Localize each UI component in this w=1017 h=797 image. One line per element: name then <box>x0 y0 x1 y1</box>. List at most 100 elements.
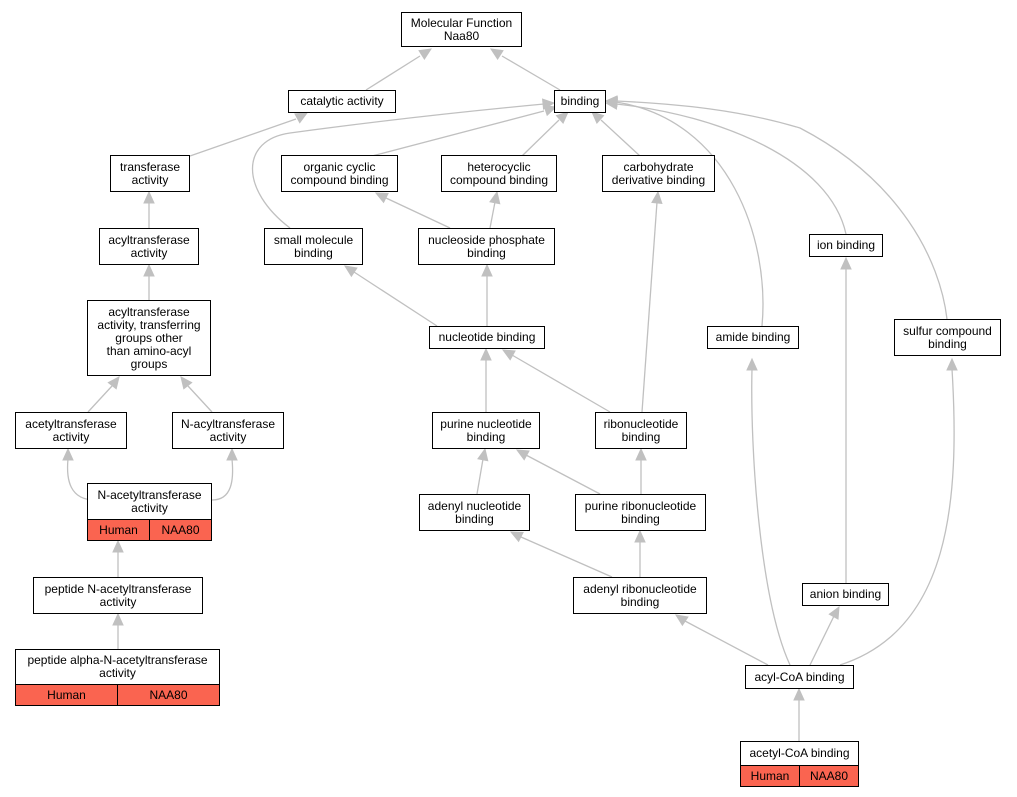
node-label-line: activity <box>131 172 169 187</box>
arrowhead-catact-to-mf <box>418 48 433 61</box>
node-label-line: Molecular Function <box>410 15 513 30</box>
node-label-line: acetyl-CoA binding <box>749 746 850 760</box>
node-label-line: adenyl nucleotide <box>427 498 522 513</box>
arrowhead-acyltr2-to-acyltr <box>143 263 155 277</box>
edge-ribonuc-to-carbo <box>641 201 658 413</box>
annotation-gene: NAA80 <box>149 520 211 540</box>
node-label-line: peptide alpha-N-acetyltransferase <box>27 653 208 667</box>
annotation-row: Human NAA80 <box>16 684 219 705</box>
arrowhead-peptalpha-to-peptn <box>112 612 124 626</box>
arrowhead-nacyl-to-acyltr2 <box>180 376 193 390</box>
node-ion-binding[interactable]: ion binding <box>809 234 883 257</box>
edge-acylcoa-to-sulfur <box>839 368 955 666</box>
node-label-line: binding <box>560 94 600 108</box>
arrowhead-carbo-to-binding <box>591 111 605 124</box>
node-label-line: anion binding <box>809 587 882 601</box>
arrowhead-acylcoa-to-anion <box>828 605 840 620</box>
arrowhead-anion-to-ionb <box>840 256 852 270</box>
annotation-species: Human <box>99 522 138 537</box>
arrowhead-adeno-to-purribo <box>634 529 646 543</box>
edge-orgcyc-to-binding <box>371 110 545 157</box>
node-anion-binding[interactable]: anion binding <box>802 583 889 606</box>
node-label-line: nucleoside phosphate <box>428 232 545 247</box>
annotation-row: Human NAA80 <box>88 519 211 540</box>
node-binding[interactable]: binding <box>554 90 606 113</box>
annotation-gene: NAA80 <box>799 766 858 786</box>
node-label-line: compound binding <box>449 172 549 187</box>
arrowhead-binding-to-mf <box>489 48 504 61</box>
node-label-line: binding <box>466 429 506 444</box>
node-label-line: N-acyltransferase <box>180 416 276 431</box>
arrowhead-nucphos-to-orgcyc <box>374 192 389 204</box>
node-label-line: binding <box>467 245 506 260</box>
annotation-row: Human NAA80 <box>741 765 858 786</box>
annotation-gene: NAA80 <box>117 685 219 705</box>
node-label-line: binding <box>455 511 494 526</box>
edge-ribonuc-to-nucb <box>511 354 611 413</box>
node-label-line: binding <box>294 245 333 260</box>
arrowhead-acetyltr-to-acyltr2 <box>107 376 120 390</box>
arrowhead-nucb-to-nucphos <box>481 263 493 277</box>
node-amide-binding[interactable]: amide binding <box>707 326 799 349</box>
arrowhead-transf-to-catact <box>294 112 309 124</box>
edge-purribo-to-purnuc <box>525 454 601 495</box>
node-label-line: ion binding <box>816 238 876 252</box>
node-acetyl-coa-binding[interactable]: acetyl-CoA binding Human NAA80 <box>740 741 859 787</box>
node-label-line: compound binding <box>290 172 389 187</box>
edge-nucphos-to-orgcyc <box>385 197 451 229</box>
arrowhead-acylcoa-to-sulfur <box>946 357 958 371</box>
node-label-line: derivative binding <box>611 172 706 187</box>
node-label-line: activity <box>209 429 247 444</box>
annotation-species: Human <box>750 768 790 783</box>
node-label-line: activity <box>99 666 136 680</box>
node-nucleotide-binding[interactable]: nucleotide binding <box>429 326 545 349</box>
node-label-line: amide binding <box>715 330 791 344</box>
arrowhead-smallmol-to-binding <box>541 98 556 110</box>
edge-adenyl-to-purnuc <box>476 458 484 495</box>
edge-sulfur-to-binding <box>615 100 948 320</box>
edge-nucb-to-smallmol <box>353 271 438 327</box>
edge-acylcoa-to-adeno <box>684 620 769 666</box>
edge-acylcoa-to-anion <box>809 615 835 666</box>
node-acyl-coa-binding[interactable]: acyl-CoA binding <box>745 665 854 689</box>
arrowhead-adeno-to-adenyl <box>509 531 524 543</box>
node-label-line: activity <box>52 429 90 444</box>
node-label-line: N-acetyltransferase <box>97 487 202 502</box>
node-label-line: binding <box>620 594 660 609</box>
node-label-line: adenyl ribonucleotide <box>583 581 697 596</box>
arrowhead-purnuc-to-nucb <box>480 347 492 361</box>
node-label-line: groups <box>130 356 168 371</box>
arrowhead-acylcoa-to-adeno <box>674 614 689 627</box>
node-catalytic-activity[interactable]: catalytic activity <box>288 90 396 113</box>
node-label-line: catalytic activity <box>300 94 384 108</box>
edge-carbo-to-binding <box>600 119 641 157</box>
node-label-line: sulfur compound <box>903 323 992 338</box>
node-label-line: activity <box>131 500 168 515</box>
arrowhead-acetylcoa-to-acylcoa <box>793 687 805 701</box>
edge-amide-to-binding <box>615 101 764 327</box>
edge-catact-to-mf <box>365 55 421 91</box>
node-label-line: groups other <box>115 330 183 345</box>
node-label-line: peptide N-acetyltransferase <box>44 581 192 596</box>
